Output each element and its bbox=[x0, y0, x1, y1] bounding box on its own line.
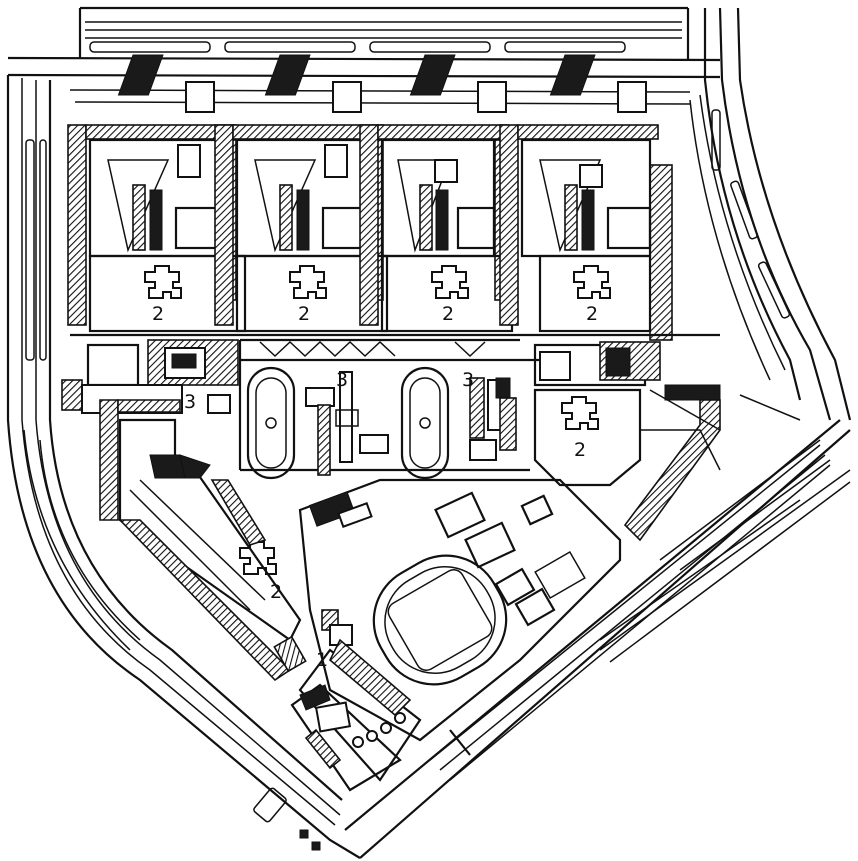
left-lower-wedge bbox=[99, 399, 307, 682]
label-center: 1 bbox=[316, 649, 328, 671]
stadium-area bbox=[298, 478, 622, 742]
top-boulevard bbox=[7, 6, 721, 105]
label-school-right: 3 bbox=[462, 369, 474, 391]
label-block-d: 2 bbox=[586, 303, 598, 325]
label-school-mid: 3 bbox=[336, 369, 348, 391]
left-boulevard bbox=[6, 75, 361, 859]
right-boulevard bbox=[689, 7, 852, 421]
plan-labels: 2 2 2 2 2 2 3 3 3 1 bbox=[152, 303, 598, 671]
label-block-e: 2 bbox=[574, 439, 586, 461]
left-middle-area bbox=[61, 339, 239, 414]
label-block-c: 2 bbox=[442, 303, 454, 325]
bottom-roads bbox=[344, 419, 851, 859]
label-block-a: 2 bbox=[152, 303, 164, 325]
label-block-b: 2 bbox=[298, 303, 310, 325]
residential-block-d bbox=[499, 54, 673, 341]
block-icons bbox=[144, 265, 611, 575]
label-block-f: 2 bbox=[270, 581, 282, 603]
school-zone bbox=[70, 333, 720, 480]
civic-center bbox=[290, 609, 471, 792]
residential-blocks-row bbox=[67, 54, 673, 341]
label-school-left: 3 bbox=[184, 391, 196, 413]
right-middle-block bbox=[533, 341, 801, 542]
